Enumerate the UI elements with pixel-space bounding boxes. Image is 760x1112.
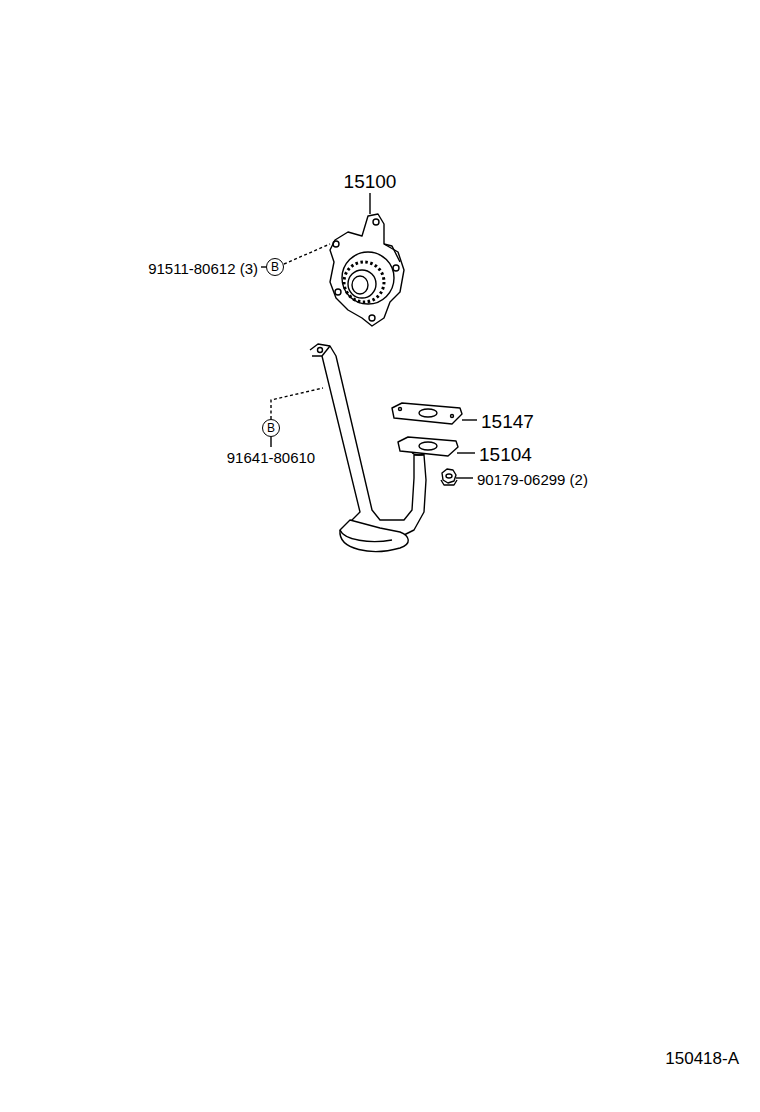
leader-line	[457, 452, 475, 453]
leader-line	[271, 388, 323, 419]
bolt-part-number: 91511-80612 (3)	[147, 261, 259, 276]
oil-pump	[330, 214, 404, 326]
reference-letter: B	[267, 422, 275, 434]
bolt-part-number: 91641-80610	[226, 450, 316, 465]
gasket	[392, 403, 462, 424]
reference-letter: B	[271, 261, 279, 273]
flange	[398, 437, 458, 456]
nut-part-number: 90179-06299 (2)	[476, 472, 589, 487]
reference-circle: B	[262, 419, 280, 437]
part-number: 15104	[478, 445, 533, 464]
leader-line	[369, 193, 370, 214]
figure-number: 150418-A	[664, 1050, 740, 1067]
leader-line	[270, 437, 271, 447]
part-number: 15100	[343, 172, 398, 191]
leader-line	[456, 477, 473, 478]
reference-circle: B	[266, 258, 284, 276]
gasket-hole	[419, 409, 437, 417]
leader-line	[284, 244, 330, 264]
flange-hole	[419, 442, 437, 450]
leader-line	[462, 419, 477, 420]
part-number: 15147	[480, 412, 535, 431]
flange-nut	[441, 469, 457, 485]
